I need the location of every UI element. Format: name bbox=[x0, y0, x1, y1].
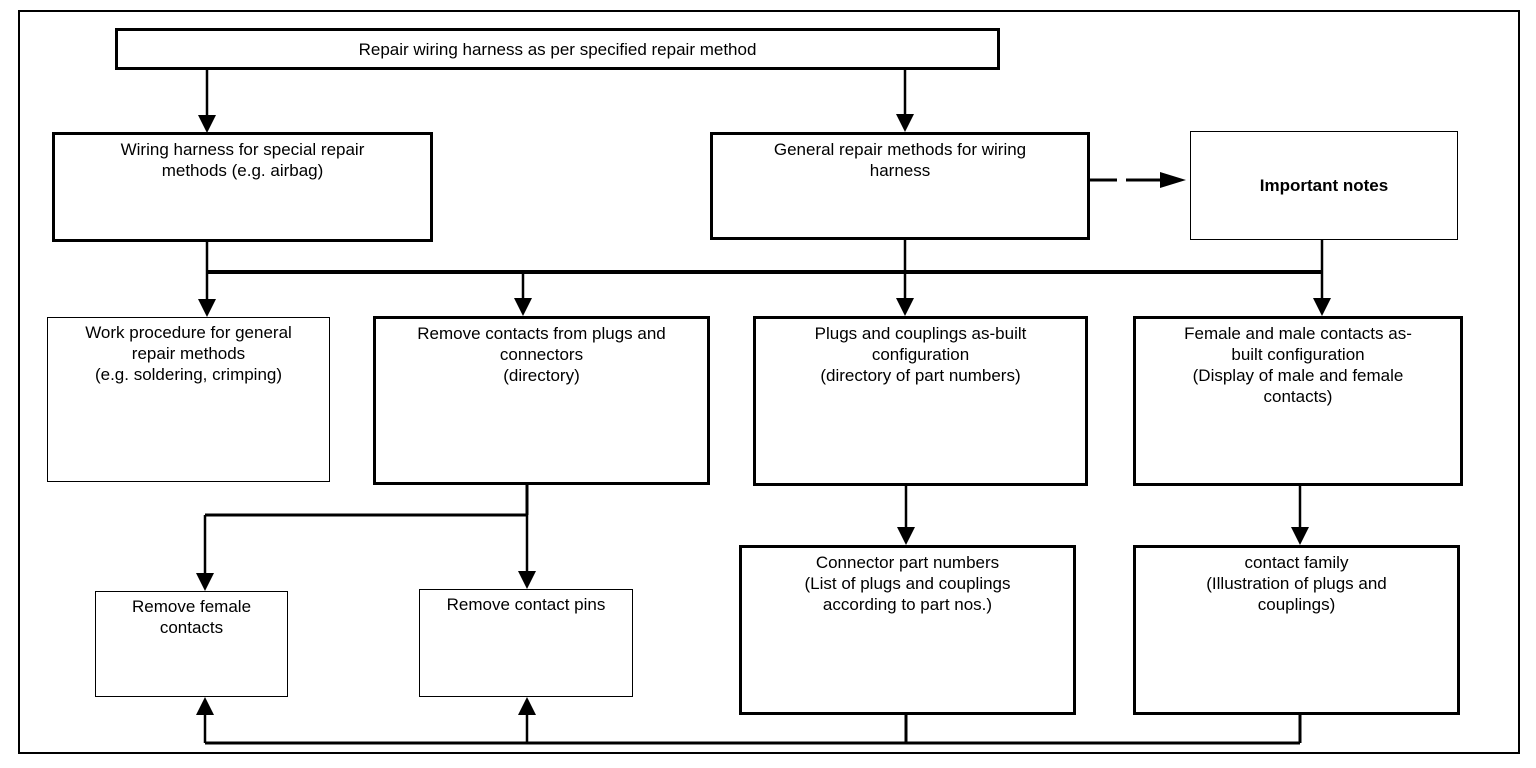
edge-remove-contacts-branch bbox=[196, 485, 536, 591]
node-general-repair: General repair methods for wiring harnes… bbox=[710, 132, 1090, 240]
node-plugs-couplings: Plugs and couplings as-built configurati… bbox=[753, 316, 1088, 486]
node-important-notes: Important notes bbox=[1190, 131, 1458, 240]
edge-bus-to-remove-contacts bbox=[514, 272, 532, 316]
edge-female-male-to-contact-family bbox=[1291, 486, 1309, 545]
edge-bus-to-female-male bbox=[1313, 298, 1331, 316]
edge-plugs-to-connector-parts bbox=[897, 486, 915, 545]
edge-root-to-general bbox=[896, 70, 914, 132]
node-work-procedure: Work procedure for general repair method… bbox=[47, 317, 330, 482]
edge-feedback-path bbox=[196, 697, 1302, 745]
node-female-male-contacts: Female and male contacts as- built confi… bbox=[1133, 316, 1463, 486]
node-contact-family: contact family (Illustration of plugs an… bbox=[1133, 545, 1460, 715]
node-connector-part-numbers: Connector part numbers (List of plugs an… bbox=[739, 545, 1076, 715]
node-repair-root: Repair wiring harness as per specified r… bbox=[115, 28, 1000, 70]
edge-bus-to-plugs-couplings bbox=[896, 298, 914, 316]
edge-root-to-special bbox=[198, 70, 216, 133]
edge-bus-to-work-procedure bbox=[198, 299, 216, 317]
node-special-repair: Wiring harness for special repair method… bbox=[52, 132, 433, 242]
edge-general-to-important bbox=[1090, 172, 1186, 188]
diagram-border bbox=[18, 10, 1520, 754]
node-remove-contacts: Remove contacts from plugs and connector… bbox=[373, 316, 710, 485]
node-remove-female-contacts: Remove female contacts bbox=[95, 591, 288, 697]
node-remove-contact-pins: Remove contact pins bbox=[419, 589, 633, 697]
